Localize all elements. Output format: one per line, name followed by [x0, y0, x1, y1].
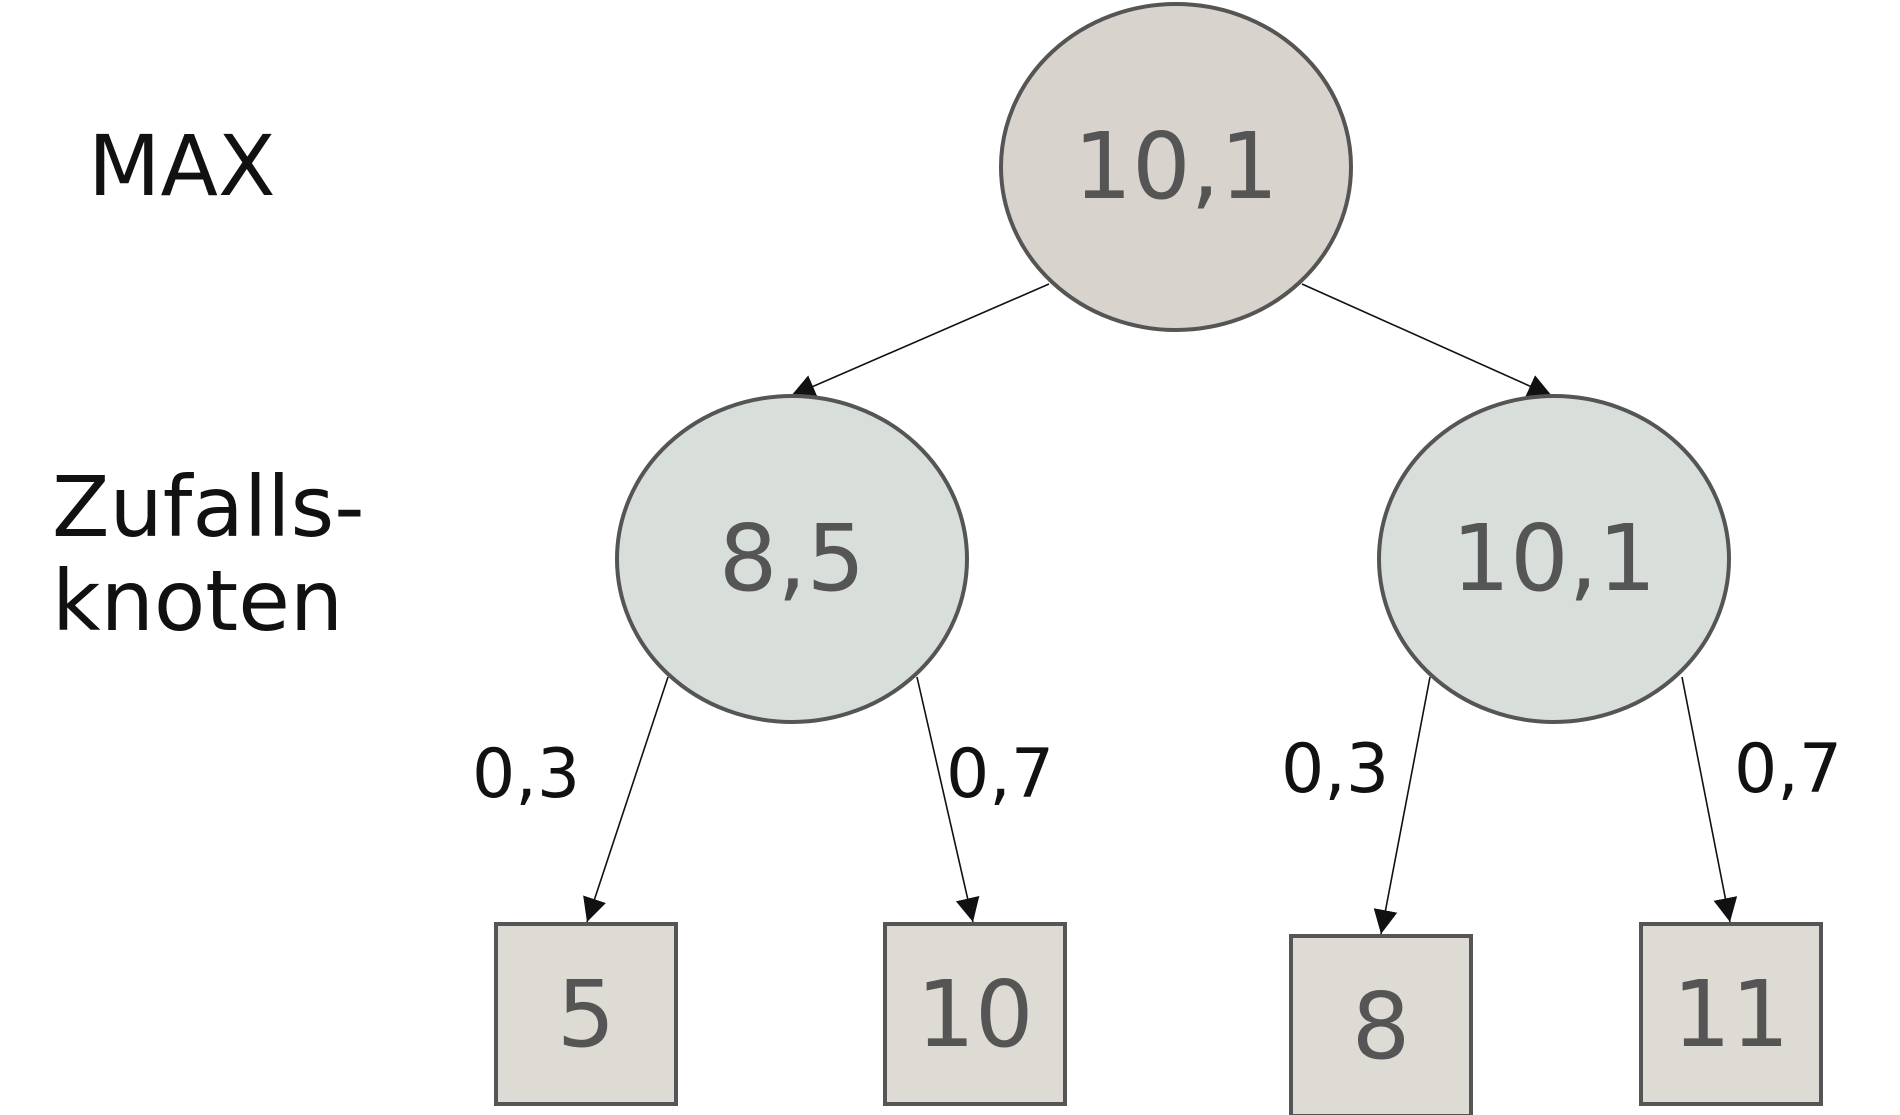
edge-label-left-leaf-1: 0,3: [472, 735, 580, 814]
leaf-node-3: 8: [1289, 934, 1473, 1115]
edge-chance-right-to-leaf-4: [1681, 676, 1738, 923]
chance-node-left-value: 8,5: [719, 505, 865, 612]
chance-node-right-value: 10,1: [1452, 505, 1657, 612]
level-label-chance-line1: Zufalls-: [52, 458, 365, 556]
edge-label-left-leaf-2: 0,7: [946, 735, 1054, 814]
leaf-node-4-shape: [1639, 922, 1823, 1106]
edge-chance-right-to-leaf-3: [1373, 676, 1431, 935]
max-node-shape: [999, 2, 1353, 332]
level-label-max: MAX: [88, 117, 275, 215]
chance-node-right-shape: [1377, 394, 1731, 724]
edge-label-right-leaf-4: 0,7: [1734, 730, 1842, 809]
chance-node-left-shape: [615, 394, 969, 724]
leaf-node-4: 11: [1639, 922, 1823, 1106]
edge-root-to-chance-right: [1301, 283, 1553, 398]
chance-node-left: 8,5: [615, 394, 969, 724]
edge-chance-left-to-leaf-1: [583, 676, 669, 923]
leaf-node-2-shape: [883, 922, 1067, 1106]
leaf-node-1: 5: [494, 922, 678, 1106]
level-label-chance-line2: knoten: [52, 552, 343, 650]
edge-label-right-leaf-3: 0,3: [1281, 730, 1389, 809]
leaf-node-4-value: 11: [1672, 961, 1789, 1068]
leaf-node-1-value: 5: [557, 961, 616, 1068]
leaf-node-2-value: 10: [916, 961, 1033, 1068]
max-node-value: 10,1: [1074, 113, 1279, 220]
leaf-node-1-shape: [494, 922, 678, 1106]
edge-root-to-chance-left: [790, 283, 1050, 398]
chance-node-right: 10,1: [1377, 394, 1731, 724]
leaf-node-3-shape: [1289, 934, 1473, 1115]
leaf-node-3-value: 8: [1352, 973, 1411, 1080]
edge-chance-left-to-leaf-2: [916, 676, 980, 923]
max-node: 10,1: [999, 2, 1353, 332]
leaf-node-2: 10: [883, 922, 1067, 1106]
